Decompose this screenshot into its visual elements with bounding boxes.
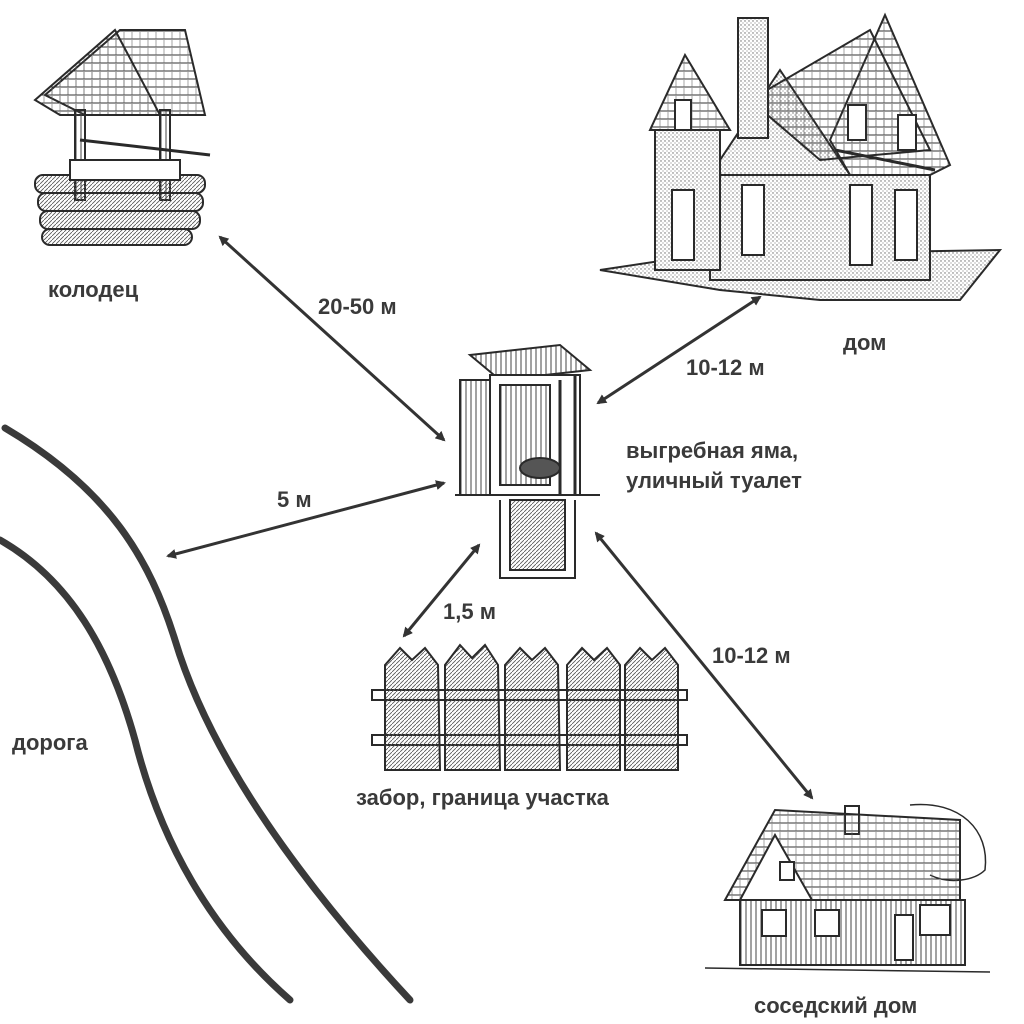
distance-house-label: 10-12 м (686, 355, 765, 380)
toilet-label-line2: уличный туалет (626, 468, 802, 493)
arrow-neighbor-toilet (594, 531, 814, 800)
neighbor-house-icon (704, 803, 991, 973)
road-label: дорога (12, 730, 88, 755)
distance-road-label: 5 м (277, 487, 312, 512)
toilet-label-line1: выгребная яма, (626, 438, 799, 463)
distance-neighbor-label: 10-12 м (712, 643, 791, 668)
house-icon (599, 12, 1003, 301)
distance-fence-label: 1,5 м (443, 599, 496, 624)
road-drawing (0, 424, 414, 1004)
well-label: колодец (48, 277, 139, 302)
arrow-house-toilet (596, 295, 762, 405)
outhouse-icon (455, 343, 600, 579)
house-label: дом (843, 330, 887, 355)
arrow-road-toilet (166, 480, 446, 559)
neighbor-house-label: соседский дом (754, 993, 918, 1018)
arrow-well-toilet (218, 235, 446, 442)
fence-icon (371, 643, 688, 771)
well-icon (33, 28, 211, 246)
distance-well-label: 20-50 м (318, 294, 397, 319)
arrow-fence-toilet (402, 543, 481, 638)
fence-label: забор, граница участка (356, 785, 609, 810)
